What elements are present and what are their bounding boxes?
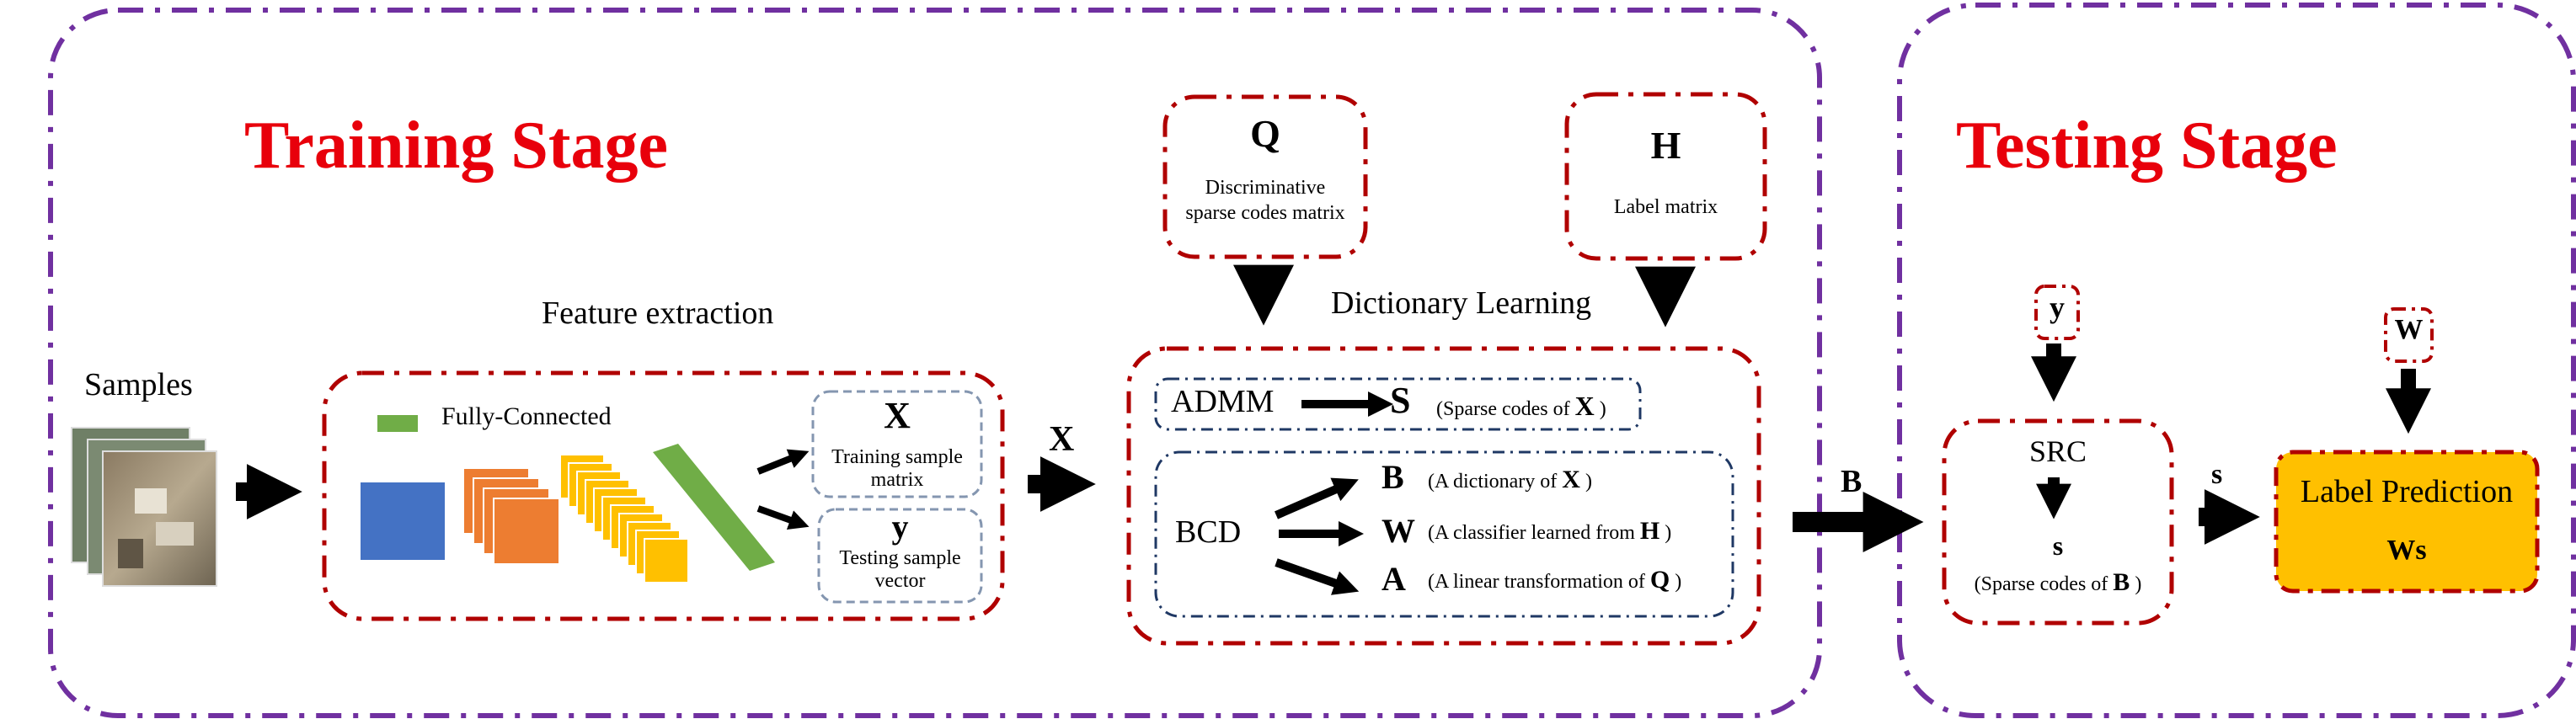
sample-images <box>71 427 217 587</box>
src-desc-symbol: B <box>2113 568 2130 596</box>
src-label: SRC <box>2028 434 2087 468</box>
bcd-a-description: (A linear transformation of Q ) <box>1428 566 1681 594</box>
admm-label: ADMM <box>1171 384 1275 419</box>
s-arrow-label: s <box>2211 459 2223 490</box>
bcd-to-a-arrow <box>1275 558 1360 595</box>
bcd-b-description: (A dictionary of X ) <box>1428 466 1592 494</box>
bcd-b-desc-post: ) <box>1585 471 1592 493</box>
x-output-line2: matrix <box>870 469 924 491</box>
h-box <box>1564 92 1767 261</box>
y-input-box <box>2034 285 2080 340</box>
testing-stage-title: Testing Stage <box>1956 109 2338 183</box>
feature-to-y-arrow <box>756 505 810 530</box>
src-box <box>1942 418 2174 626</box>
bcd-a-desc-pre: (A linear transformation of <box>1428 571 1645 593</box>
bcd-to-b-arrow <box>1275 477 1359 519</box>
label-prediction-formula: Ws <box>2386 535 2427 566</box>
admm-s-symbol: S <box>1390 380 1411 421</box>
dictionary-learning-box <box>1126 346 1761 646</box>
bcd-a-desc-post: ) <box>1675 571 1682 593</box>
feature-extraction-box <box>322 370 1005 621</box>
x-output-line1: Training sample <box>831 446 963 468</box>
admm-desc-post: ) <box>1599 398 1606 420</box>
fully-connected-layer <box>653 444 775 571</box>
w-input-box <box>2384 307 2434 363</box>
bcd-w-symbol: W <box>1382 512 1415 550</box>
bcd-a-desc-symbol: Q <box>1649 566 1670 594</box>
bcd-w-desc-pre: (A classifier learned from <box>1428 522 1635 544</box>
q-line2: sparse codes matrix <box>1185 202 1345 224</box>
src-desc-post: ) <box>2135 573 2142 595</box>
conv-stack-yellow <box>559 454 689 583</box>
admm-desc-pre: (Sparse codes of <box>1436 398 1570 420</box>
feature-to-x-arrow <box>756 449 810 475</box>
x-output-box <box>811 390 983 498</box>
bcd-a-symbol: A <box>1382 560 1406 598</box>
training-stage-border <box>48 8 1822 718</box>
q-line1: Discriminative <box>1205 177 1326 199</box>
bcd-b-desc-pre: (A dictionary of <box>1428 471 1558 493</box>
x-arrow-label: X <box>1049 420 1075 459</box>
bcd-label: BCD <box>1175 514 1242 550</box>
label-prediction-title: Label Prediction <box>2300 474 2514 509</box>
bcd-box <box>1154 450 1734 618</box>
training-stage-title: Training Stage <box>244 109 669 183</box>
src-description: (Sparse codes of B ) <box>1944 568 2172 597</box>
conv-stack-orange <box>462 467 560 565</box>
feature-extraction-label: Feature extraction <box>542 296 774 331</box>
testing-stage-border <box>1897 3 2576 718</box>
h-symbol: H <box>1650 124 1681 167</box>
y-output-line1: Testing sample <box>839 547 961 569</box>
bcd-b-symbol: B <box>1382 458 1404 496</box>
b-arrow-label: B <box>1841 464 1863 499</box>
bcd-w-description: (A classifier learned from H ) <box>1428 517 1671 546</box>
y-output-symbol: y <box>891 508 909 546</box>
fully-connected-swatch <box>377 415 418 432</box>
bcd-b-desc-symbol: X <box>1562 466 1580 493</box>
y-output-line2: vector <box>874 570 926 592</box>
w-input-symbol: W <box>2394 314 2424 345</box>
samples-label: Samples <box>84 367 193 402</box>
conv-block-blue <box>361 482 445 560</box>
bcd-w-desc-post: ) <box>1665 522 1672 544</box>
q-box <box>1162 94 1368 259</box>
h-line1: Label matrix <box>1613 196 1718 218</box>
fully-connected-label: Fully-Connected <box>441 402 612 430</box>
admm-desc-symbol: X <box>1574 391 1595 421</box>
src-s-symbol: s <box>2052 530 2064 561</box>
dictionary-learning-label: Dictionary Learning <box>1331 285 1592 321</box>
src-desc-pre: (Sparse codes of <box>1974 573 2108 595</box>
x-output-symbol: X <box>884 395 911 436</box>
admm-description: (Sparse codes of X ) <box>1436 391 1606 422</box>
y-input-symbol: y <box>2050 290 2065 324</box>
bcd-w-desc-symbol: H <box>1639 517 1660 545</box>
q-symbol: Q <box>1250 112 1280 155</box>
label-prediction-box <box>2274 450 2540 594</box>
y-output-box <box>817 508 983 604</box>
